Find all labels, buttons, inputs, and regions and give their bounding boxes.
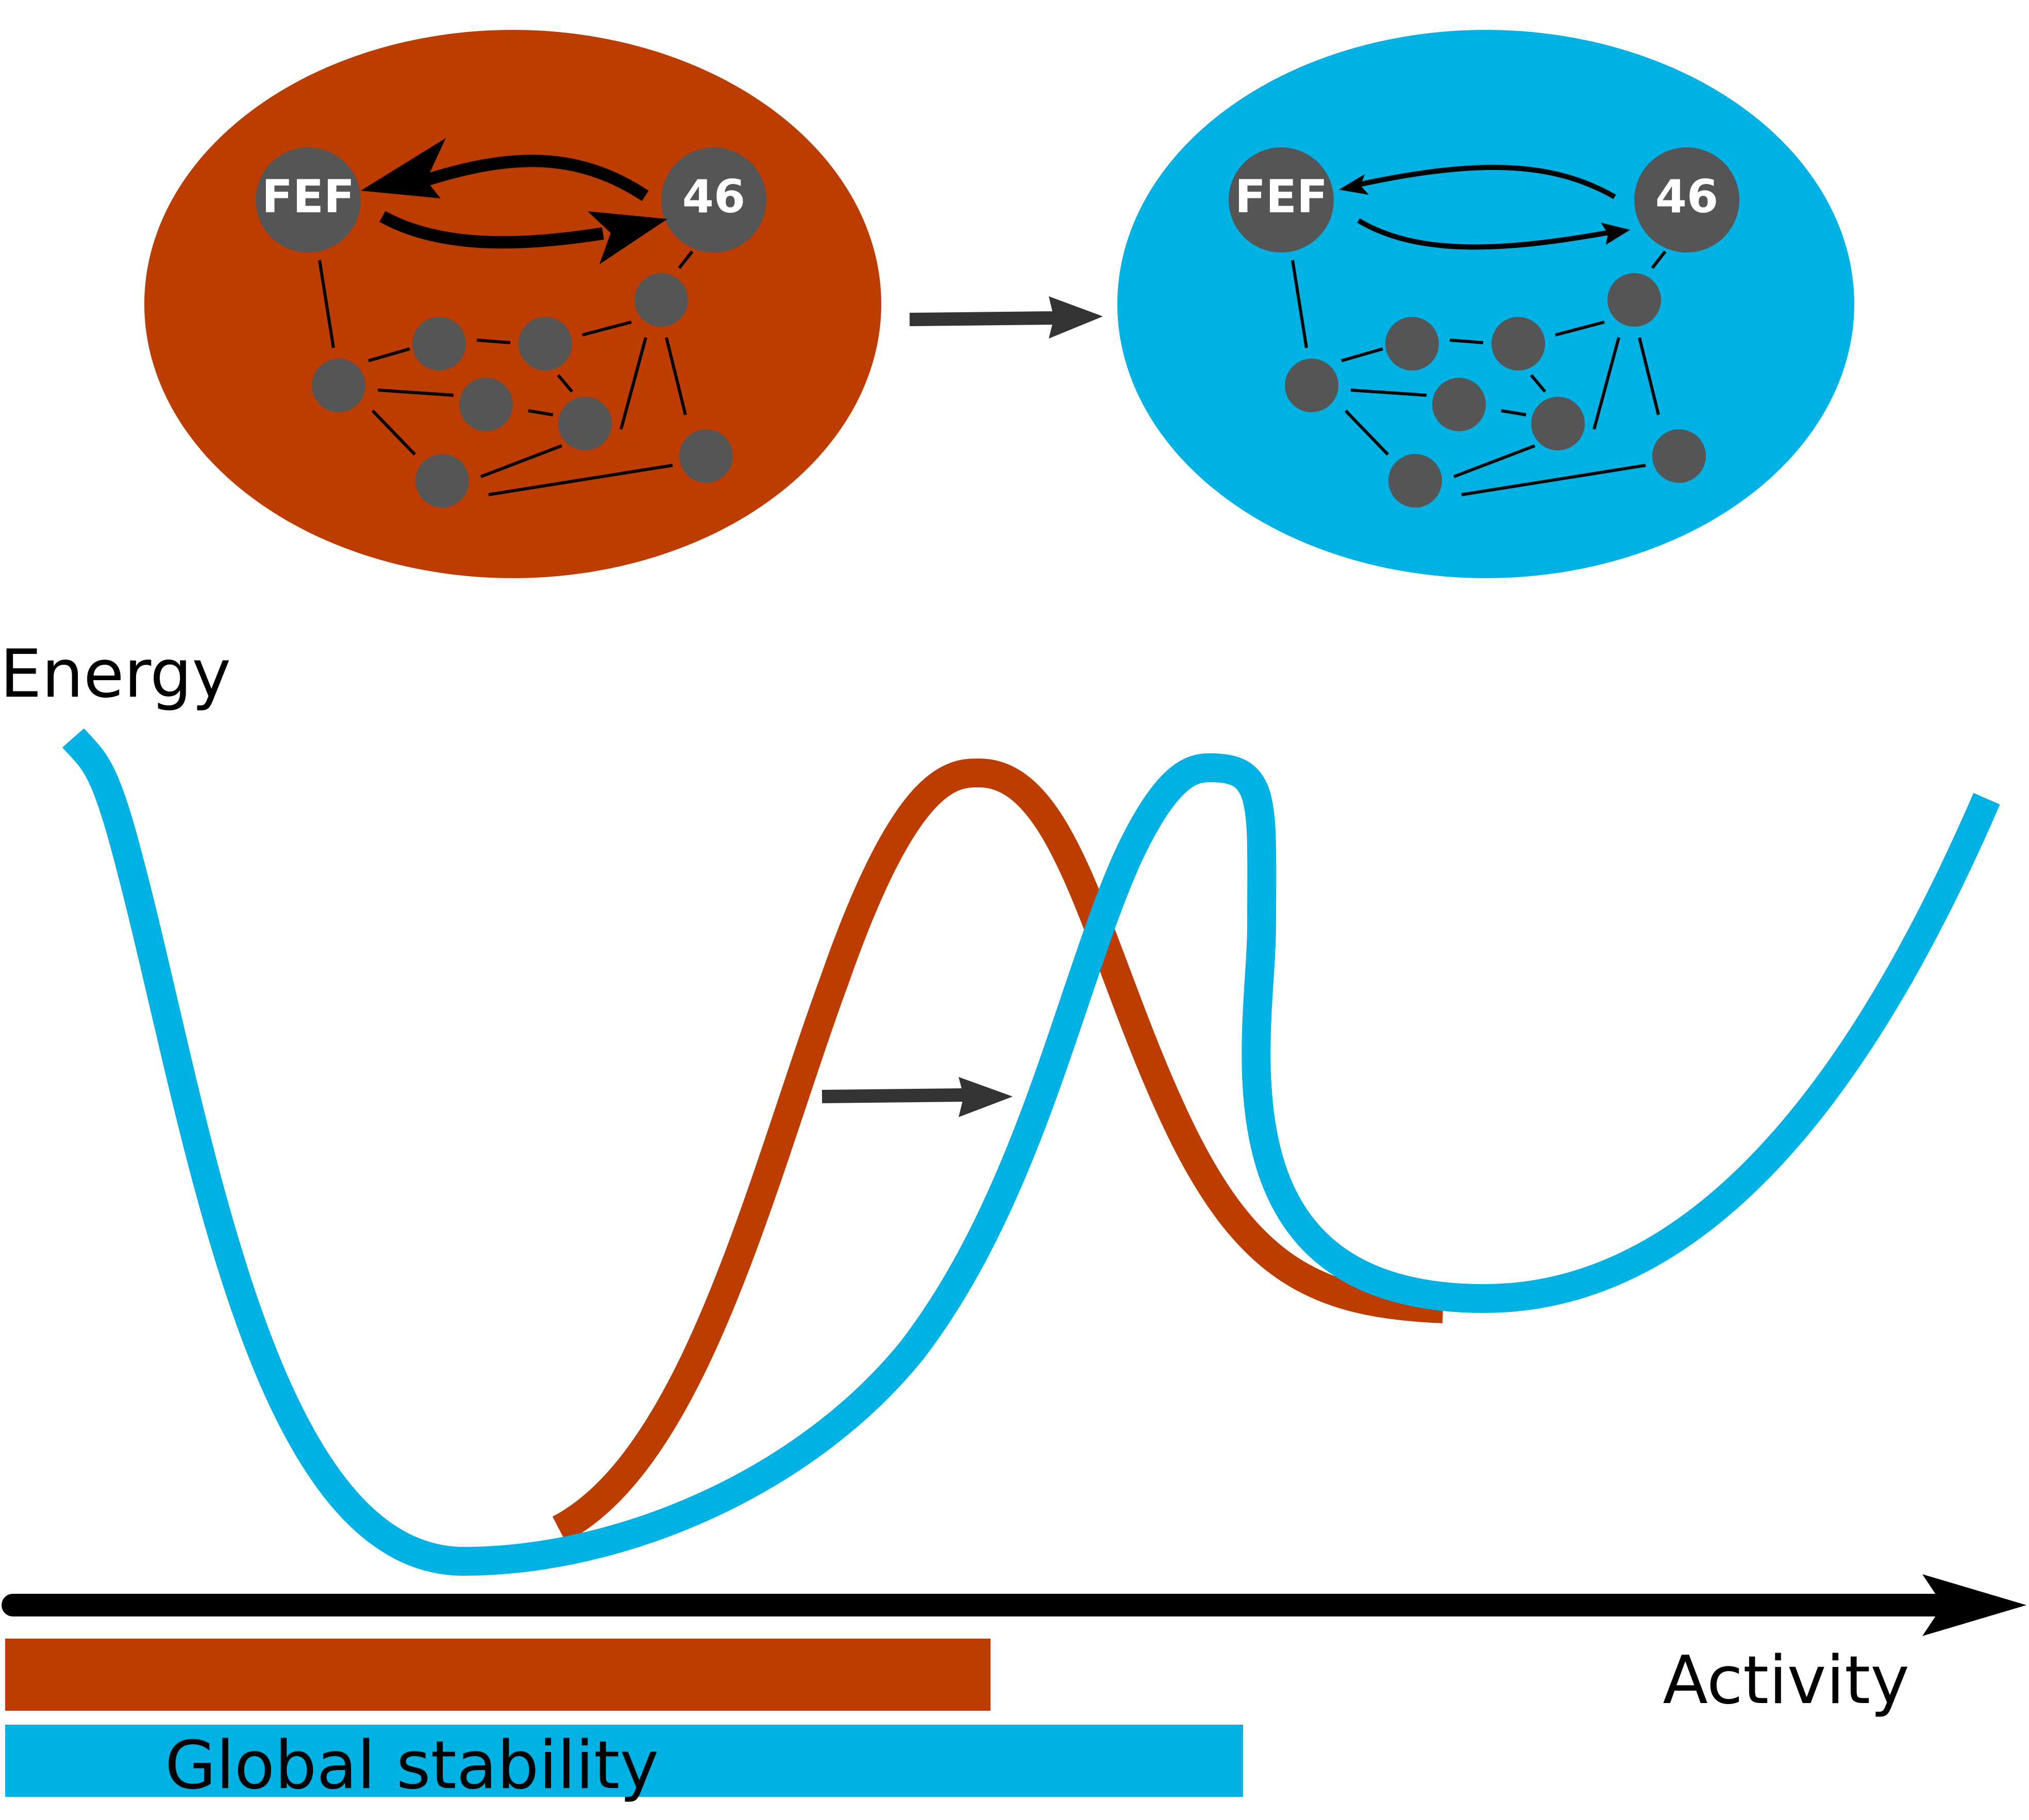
node-fef: [1229, 147, 1334, 252]
network-background-low-gain: [144, 30, 881, 578]
stability-bar-high-gain: [5, 1725, 1243, 1797]
node: [1285, 359, 1338, 412]
node: [1652, 429, 1706, 483]
area-46-label: 46: [1655, 170, 1718, 223]
arrowhead-to-fef: [361, 138, 446, 198]
arrowhead-to-fef: [1339, 174, 1369, 195]
network-high-gain: FEF 46: [1117, 30, 1854, 578]
state-shift-arrow-top: [909, 296, 1103, 339]
node: [558, 397, 612, 450]
x-axis-label: Activity: [1663, 1642, 1909, 1719]
node: [634, 273, 688, 327]
arrowhead-to-46: [1601, 223, 1630, 245]
node-area-46: [1634, 147, 1739, 252]
node: [412, 317, 466, 370]
node: [679, 429, 733, 483]
arrowhead-to-46: [588, 211, 667, 264]
energy-curve-low-gain: [552, 759, 1444, 1542]
node: [1432, 378, 1486, 431]
node-area-46: [661, 147, 766, 252]
y-axis-label: Energy: [0, 636, 231, 713]
node: [415, 454, 469, 508]
stability-bar-low-gain: [5, 1639, 991, 1711]
node: [1607, 273, 1661, 327]
area-46-label: 46: [682, 170, 745, 223]
network-low-gain: FEF 46: [144, 30, 881, 578]
network-background-high-gain: [1117, 30, 1854, 578]
stability-label: Global stability: [165, 1727, 659, 1804]
activity-axis: [2, 1574, 2026, 1636]
connection-fef-to-46-weak: [1357, 218, 1613, 250]
node-fef: [256, 147, 361, 252]
node: [1531, 397, 1585, 450]
energy-curve-high-gain: [62, 728, 2000, 1576]
node: [312, 359, 365, 412]
connection-fef-to-46-strong: [379, 211, 604, 249]
node: [1388, 454, 1442, 508]
state-shift-arrow-landscape: [821, 1077, 1013, 1117]
node: [518, 317, 572, 370]
node: [459, 378, 513, 431]
fef-label: FEF: [262, 170, 355, 223]
fef-label: FEF: [1235, 170, 1328, 223]
connection-46-to-fef-weak: [1353, 164, 1616, 199]
node: [1491, 317, 1545, 370]
node: [1385, 317, 1439, 370]
connection-46-to-fef-strong: [423, 155, 649, 201]
